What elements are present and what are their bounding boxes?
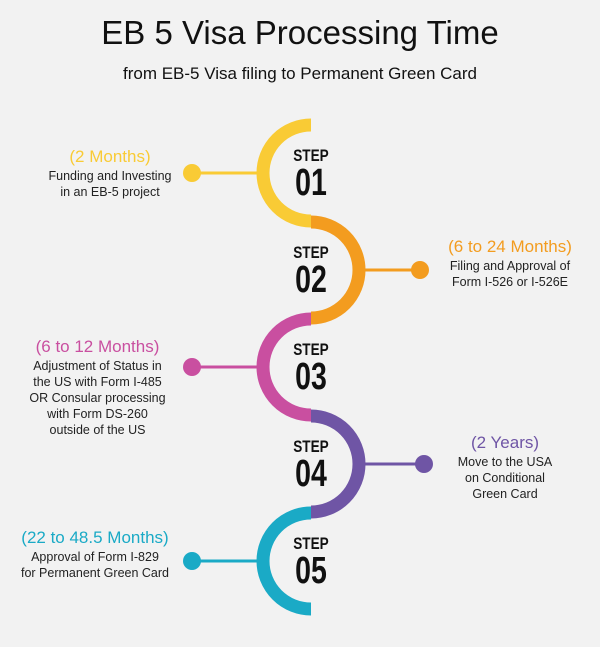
step-label: STEP xyxy=(293,340,329,359)
step-info: (22 to 48.5 Months) Approval of Form I-82… xyxy=(5,527,185,581)
step-number: 03 xyxy=(295,356,327,398)
step-duration: (6 to 24 Months) xyxy=(448,237,572,256)
step-label: STEP xyxy=(293,146,329,165)
connector-dot xyxy=(183,358,201,376)
step-arc xyxy=(256,118,312,228)
connector-dot xyxy=(183,552,201,570)
step-arc xyxy=(310,215,366,325)
step-arc xyxy=(256,506,312,616)
page-title: EB 5 Visa Processing Time xyxy=(101,14,499,51)
connector-dot xyxy=(411,261,429,279)
step-description: Adjustment of Status in the US with Form… xyxy=(29,359,166,437)
step-duration: (2 Months) xyxy=(69,147,151,166)
step-info: (2 Months) Funding and Investing in an EB… xyxy=(20,146,200,200)
step-description: Funding and Investing in an EB-5 project xyxy=(48,169,172,199)
step-info: (6 to 12 Months) Adjustment of Status in … xyxy=(10,336,185,438)
step-info: (2 Years) Move to the USA on Conditional … xyxy=(430,432,580,502)
step-description: Move to the USA on Conditional Green Car… xyxy=(457,455,553,501)
step-arc xyxy=(310,409,366,519)
connector-dot xyxy=(183,164,201,182)
step-number: 01 xyxy=(295,162,327,204)
step-label: STEP xyxy=(293,534,329,553)
connector-dot xyxy=(415,455,433,473)
step-info: (6 to 24 Months) Filing and Approval of F… xyxy=(425,236,595,290)
step-description: Approval of Form I-829 for Permanent Gre… xyxy=(21,550,169,580)
step-arc xyxy=(256,312,312,422)
step-label: STEP xyxy=(293,243,329,262)
step-duration: (22 to 48.5 Months) xyxy=(21,528,169,547)
step-description: Filing and Approval of Form I-526 or I-5… xyxy=(449,259,571,289)
step-duration: (2 Years) xyxy=(470,433,540,452)
step-number: 05 xyxy=(295,550,327,592)
step-label: STEP xyxy=(293,437,329,456)
step-number: 04 xyxy=(295,453,327,495)
page-subtitle: from EB-5 Visa filing to Permanent Green… xyxy=(122,64,477,83)
step-number: 02 xyxy=(295,259,327,301)
step-duration: (6 to 12 Months) xyxy=(35,337,160,356)
